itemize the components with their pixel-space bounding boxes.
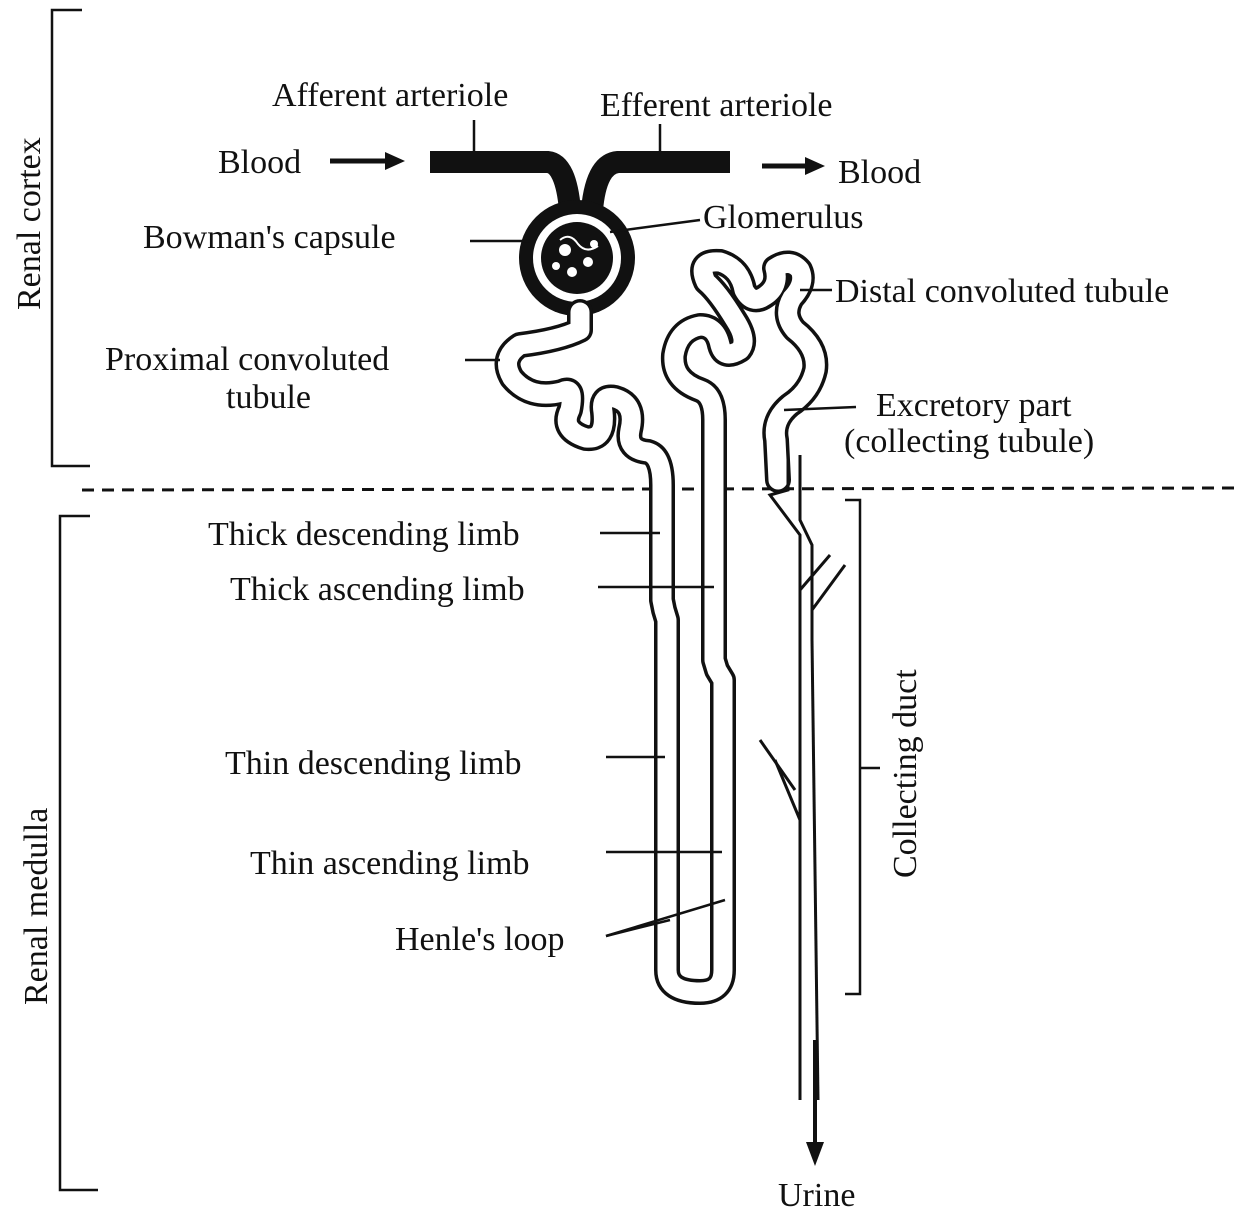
excretory-part-label-2: (collecting tubule)	[844, 423, 1094, 460]
collecting-duct-label: Collecting duct	[887, 669, 924, 878]
henles-loop-label: Henle's loop	[395, 921, 565, 958]
renal-cortex-label: Renal cortex	[11, 137, 48, 310]
renal-medulla-label: Renal medulla	[18, 808, 55, 1005]
bowmans-capsule-label: Bowman's capsule	[143, 219, 396, 256]
blood-in-arrow	[330, 152, 405, 170]
bowmans-capsule-shape	[519, 200, 635, 316]
cortex-bracket	[52, 10, 90, 466]
proximal-convoluted-tubule-label-1: Proximal convoluted	[105, 341, 389, 378]
distal-convoluted-tubule-label: Distal convoluted tubule	[835, 273, 1169, 310]
glomerulus-label: Glomerulus	[703, 199, 864, 236]
blood-out-arrow	[762, 157, 825, 175]
afferent-arteriole-label: Afferent arteriole	[272, 77, 508, 114]
efferent-arteriole-label: Efferent arteriole	[600, 87, 833, 124]
collecting-duct-shape	[760, 455, 845, 1166]
excretory-part-label-1: Excretory part	[876, 387, 1072, 424]
collecting-duct-bracket	[845, 500, 860, 994]
thick-ascending-limb-label: Thick ascending limb	[230, 571, 525, 608]
proximal-convoluted-tubule-label-2: tubule	[226, 379, 311, 416]
urine-label: Urine	[778, 1177, 855, 1214]
nephron-tubule	[508, 262, 816, 992]
blood-in-label: Blood	[218, 144, 301, 181]
thick-descending-limb-label: Thick descending limb	[208, 516, 520, 553]
thin-descending-limb-label: Thin descending limb	[225, 745, 522, 782]
blood-out-label: Blood	[838, 154, 921, 191]
urine-arrow-head	[806, 1142, 824, 1166]
medulla-bracket	[60, 516, 98, 1190]
thin-ascending-limb-label: Thin ascending limb	[250, 845, 530, 882]
